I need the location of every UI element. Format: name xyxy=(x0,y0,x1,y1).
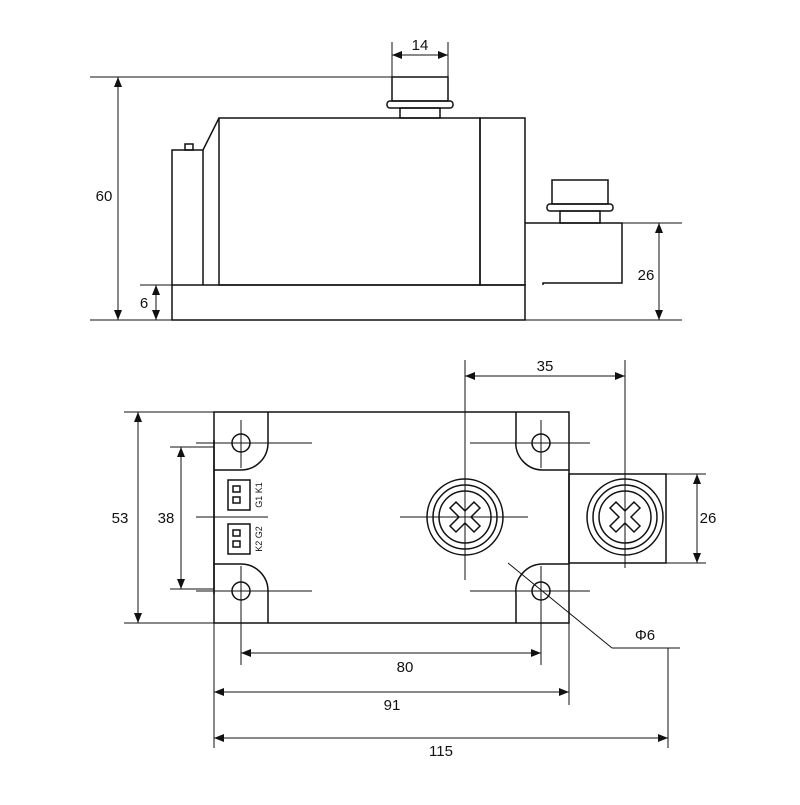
center-lines xyxy=(196,360,626,610)
gate-connector-1 xyxy=(227,479,251,511)
main-body xyxy=(218,117,481,286)
right-nut xyxy=(551,179,609,205)
dim-80: 80 xyxy=(397,659,414,676)
left-bottom-lug xyxy=(213,563,269,623)
gate-connector-2 xyxy=(227,523,251,555)
dim-60: 60 xyxy=(96,188,113,205)
dim-53: 53 xyxy=(112,510,129,527)
side-view xyxy=(171,76,623,321)
right-washer xyxy=(546,203,614,212)
gate-pin xyxy=(184,143,194,151)
right-panel xyxy=(479,117,526,286)
left-housing xyxy=(171,117,220,285)
dim-26-top: 26 xyxy=(700,510,717,527)
dim-115: 115 xyxy=(429,743,453,760)
gate-label-2: K2 G2 xyxy=(254,526,264,552)
base-plate xyxy=(171,284,526,321)
right-stud xyxy=(559,210,601,224)
side-dimensions xyxy=(90,42,682,321)
top-dimensions xyxy=(124,372,706,748)
right-terminal-block xyxy=(525,222,623,285)
right-terminal-outline xyxy=(568,473,667,564)
dim-6: 6 xyxy=(140,295,148,312)
right-top-lug xyxy=(515,412,569,471)
left-top-lug xyxy=(213,412,269,471)
top-stud xyxy=(399,107,441,119)
dim-35: 35 xyxy=(537,358,554,375)
dim-91: 91 xyxy=(384,697,401,714)
dim-26-side: 26 xyxy=(638,267,655,284)
dim-14: 14 xyxy=(412,37,429,54)
gate-label-1: G1 K1 xyxy=(254,482,264,508)
dim-phi6: Φ6 xyxy=(635,627,655,644)
right-bottom-lug xyxy=(515,563,569,623)
top-washer xyxy=(386,100,454,109)
top-nut xyxy=(391,76,449,102)
dim-38: 38 xyxy=(158,510,175,527)
